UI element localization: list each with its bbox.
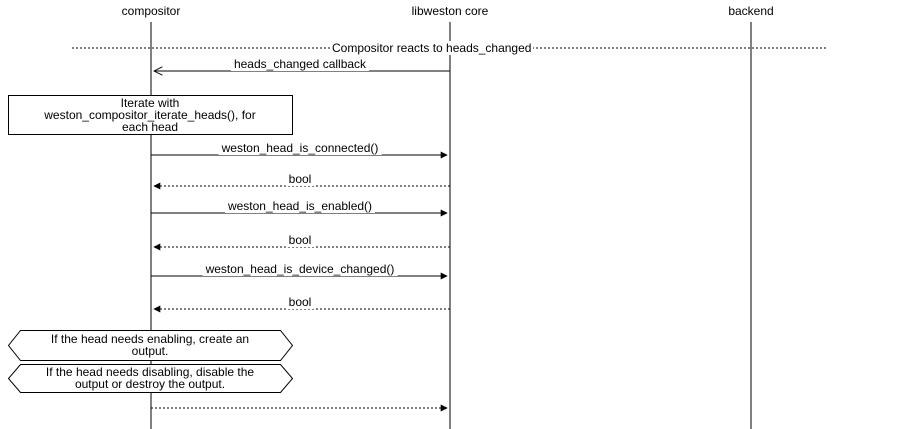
message-label-weston-head-is-enabled: weston_head_is_enabled() [224, 199, 376, 213]
fragment-line-enable-head-2: output. [131, 344, 169, 358]
fragment-hexagon-disable-head [7, 364, 294, 393]
divider-label: Compositor reacts to heads_changed [330, 41, 534, 55]
message-label-heads-changed-callback: heads_changed callback [230, 57, 370, 71]
note-line-iterate-heads-3: each head [121, 120, 179, 134]
note-line-iterate-heads-2: weston_compositor_iterate_heads(), for [44, 108, 256, 122]
fragment-line-disable-head-2: output or destroy the output. [74, 377, 226, 391]
participant-label-compositor[interactable]: compositor [121, 4, 181, 18]
note-box-iterate-heads [8, 95, 293, 135]
lifelines [150, 22, 752, 429]
message-label-bool-1: bool [285, 172, 315, 186]
fragment-line-enable-head-1: If the head needs enabling, create an [50, 332, 250, 346]
message-arrows [151, 71, 450, 412]
message-label-weston-head-is-device-changed: weston_head_is_device_changed() [202, 262, 398, 276]
message-label-weston-head-is-connected: weston_head_is_connected() [218, 141, 382, 155]
fragment-line-disable-head-1: If the head needs disabling, disable the [45, 365, 255, 379]
participant-label-libweston-core[interactable]: libweston core [411, 4, 489, 18]
message-label-bool-2: bool [285, 233, 315, 247]
note-line-iterate-heads-1: Iterate with [120, 96, 180, 110]
fragment-hexagon-enable-head [7, 330, 294, 361]
message-label-bool-3: bool [285, 295, 315, 309]
participant-label-backend[interactable]: backend [728, 4, 774, 18]
